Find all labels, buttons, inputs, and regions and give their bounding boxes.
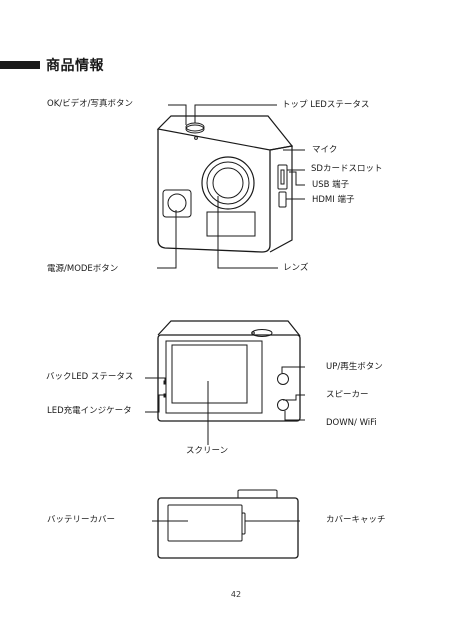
label-usb-port: USB 端子 [312, 180, 350, 190]
camera-front-illustration [156, 104, 305, 269]
label-ok-video-photo-button: OK/ビデオ/写真ボタン [47, 99, 133, 109]
camera-back-illustration [145, 320, 305, 445]
label-cover-latch: カバーキャッチ [326, 515, 386, 525]
label-down-wifi-button: DOWN/ WiFi [326, 418, 377, 428]
page-number: 42 [230, 590, 242, 599]
section-header-bar [0, 61, 40, 69]
label-screen: スクリーン [186, 446, 229, 456]
label-up-playback-button: UP/再生ボタン [326, 362, 383, 372]
label-back-led-status: バックLED ステータス [46, 372, 134, 382]
label-power-mode-button: 電源/MODEボタン [47, 264, 119, 274]
label-hdmi-port: HDMI 端子 [312, 195, 355, 205]
section-title: 商品情報 [46, 58, 104, 74]
label-sd-card-slot: SDカードスロット [311, 164, 383, 174]
label-top-led-status: トップ LEDステータス [282, 100, 370, 110]
label-lens: レンズ [283, 263, 309, 273]
label-speaker: スピーカー [326, 390, 369, 400]
camera-bottom-illustration [152, 489, 300, 559]
label-microphone: マイク [312, 145, 338, 155]
label-led-charge-indicator: LED充電インジケータ [47, 406, 132, 416]
label-battery-cover: バッテリーカバー [47, 515, 116, 525]
